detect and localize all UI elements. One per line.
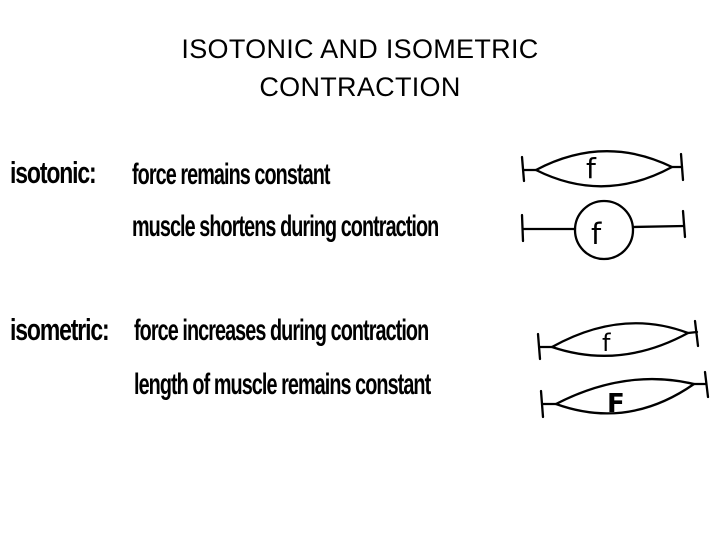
isotonic-relaxed-muscle: f <box>522 151 683 186</box>
isometric-high-force-muscle: F <box>541 372 708 419</box>
isotonic-bottom-force-label: f <box>591 217 602 251</box>
isotonic-shortened-muscle: f <box>522 201 685 259</box>
isotonic-top-force-label: f <box>586 152 597 185</box>
isometric-bottom-force-label: F <box>607 389 625 419</box>
isometric-top-force-label: f <box>602 329 611 357</box>
isometric-low-force-muscle: f <box>538 321 698 359</box>
